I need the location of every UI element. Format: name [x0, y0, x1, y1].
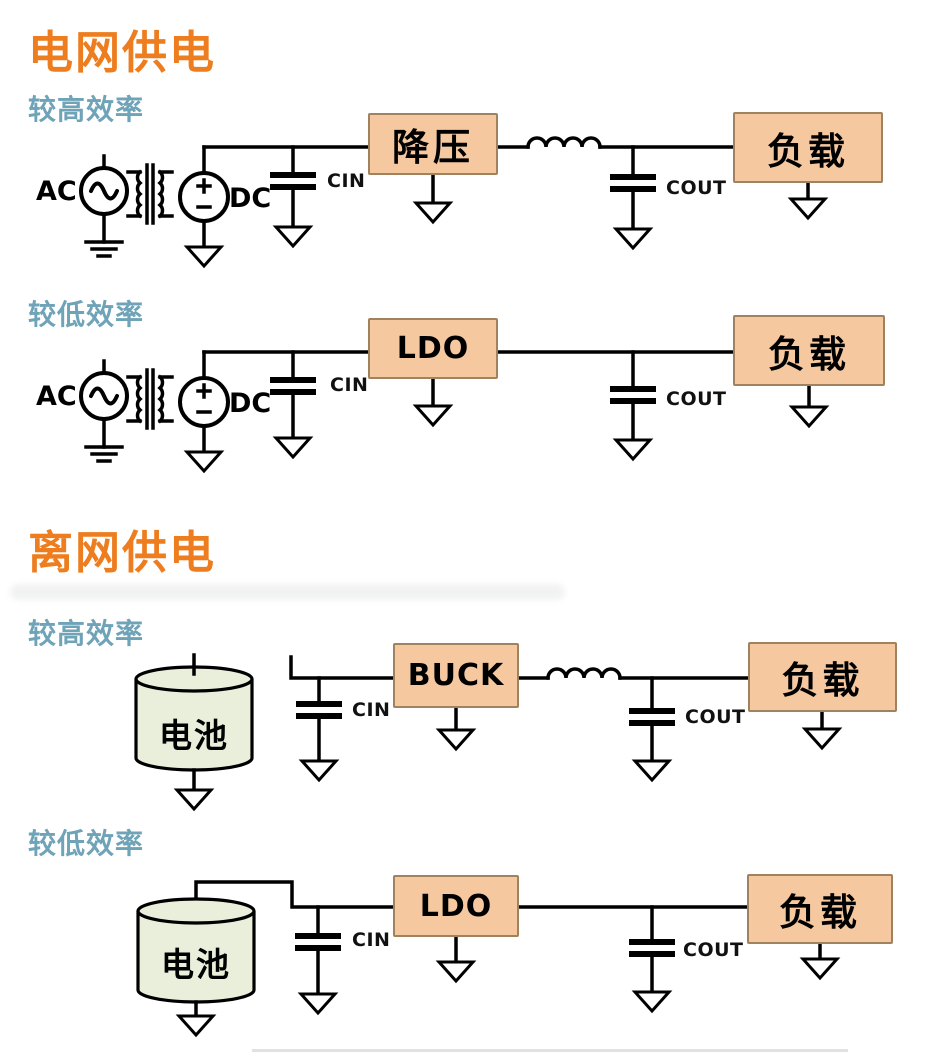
cin-capacitor-icon: [296, 701, 342, 719]
cin-capacitor-icon: [295, 933, 341, 951]
cin-label: CIN: [330, 374, 369, 396]
ground-icon: [614, 227, 652, 250]
dc-label: DC: [229, 183, 272, 214]
ground-icon: [633, 759, 671, 782]
inductor-icon: [546, 667, 622, 680]
ground-icon: [274, 225, 312, 248]
cout-capacitor-icon: [629, 708, 675, 726]
ground-icon: [185, 245, 223, 268]
load-block: 负载: [748, 642, 897, 712]
ground-icon: [414, 201, 452, 224]
transformer-icon: [126, 163, 174, 225]
inductor-icon: [526, 136, 602, 149]
battery-label: 电池: [159, 716, 229, 755]
cin-label: CIN: [327, 170, 366, 192]
efficiency-label-high: 较高效率: [28, 93, 145, 126]
earth-ground-icon: [84, 445, 124, 463]
ac-label: AC: [36, 176, 77, 207]
ground-icon: [437, 960, 475, 983]
ground-icon: [185, 450, 223, 473]
ac-source-icon: [79, 371, 129, 421]
battery-label: 电池: [161, 945, 231, 984]
erased-text-smudge: [10, 584, 565, 600]
converter-block-label: 降压: [392, 126, 474, 169]
ground-icon: [177, 1014, 215, 1037]
ground-icon: [790, 405, 828, 428]
earth-ground-icon: [84, 240, 124, 258]
converter-block: 降压: [368, 113, 498, 175]
efficiency-label-low: 较低效率: [28, 298, 145, 331]
converter-block: LDO: [393, 875, 519, 937]
converter-block: BUCK: [393, 643, 519, 708]
ground-icon: [175, 788, 213, 811]
cin-capacitor-icon: [270, 172, 316, 190]
load-block-label: 负载: [768, 332, 850, 376]
ground-icon: [300, 759, 338, 782]
ground-icon: [614, 438, 652, 461]
cin-capacitor-icon: [270, 377, 316, 395]
cout-label: COUT: [666, 388, 727, 410]
ground-icon: [801, 957, 839, 980]
load-block-label: 负载: [767, 129, 849, 173]
load-block-label: 负载: [781, 659, 864, 702]
load-block: 负载: [733, 315, 885, 386]
ground-icon: [803, 727, 841, 750]
ac-source-icon: [79, 166, 129, 216]
input-rail: [194, 880, 395, 909]
converter-block: LDO: [368, 318, 498, 379]
ground-icon: [274, 436, 312, 459]
ground-icon: [437, 728, 475, 751]
cout-label: COUT: [666, 177, 727, 199]
converter-block-label: LDO: [419, 888, 493, 924]
bottom-artifact-line: [252, 1049, 848, 1052]
section-title-grid: 电网供电: [28, 26, 217, 79]
section-title-offgrid: 离网供电: [28, 526, 217, 579]
cout-label: COUT: [683, 939, 744, 961]
load-block: 负载: [733, 112, 883, 183]
load-block: 负载: [747, 874, 893, 944]
cin-label: CIN: [352, 929, 391, 951]
dc-source-icon: [178, 171, 230, 223]
converter-block-label: BUCK: [407, 658, 505, 693]
efficiency-label-high: 较高效率: [28, 617, 145, 650]
input-rail: [289, 655, 395, 680]
dc-label: DC: [229, 388, 272, 419]
efficiency-label-low: 较低效率: [28, 827, 145, 860]
transformer-icon: [126, 368, 174, 430]
cout-capacitor-icon: [610, 386, 656, 404]
cout-label: COUT: [685, 706, 746, 728]
ac-label: AC: [36, 381, 77, 412]
cin-label: CIN: [352, 699, 391, 721]
cout-capacitor-icon: [610, 174, 656, 192]
dc-source-icon: [178, 376, 230, 428]
ground-icon: [414, 404, 452, 427]
ground-icon: [633, 990, 671, 1013]
ground-icon: [789, 197, 827, 220]
ground-icon: [299, 992, 337, 1015]
load-block-label: 负载: [779, 891, 861, 934]
cout-capacitor-icon: [629, 939, 675, 957]
converter-block-label: LDO: [396, 331, 470, 366]
